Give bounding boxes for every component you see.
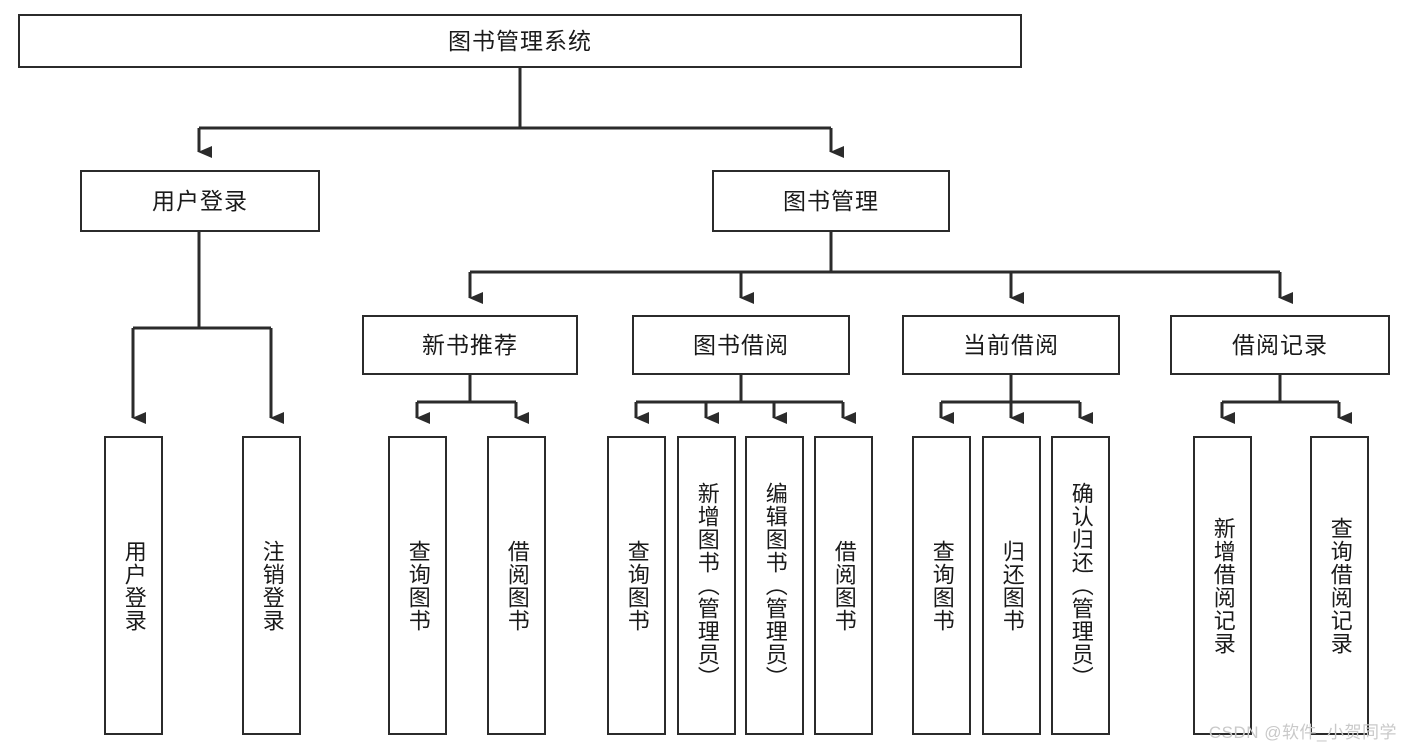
leaf-bb-query-book-label: 查询图书 (624, 539, 650, 632)
leaf-cb-confirm-return[interactable]: 确认归还（管理员） (1051, 436, 1110, 735)
leaf-bb-query-book[interactable]: 查询图书 (607, 436, 666, 735)
leaf-bb-add-book[interactable]: 新增图书（管理员） (677, 436, 736, 735)
node-new-book-recommend[interactable]: 新书推荐 (362, 315, 578, 375)
node-book-borrow-label: 图书借阅 (693, 331, 789, 358)
node-new-book-recommend-label: 新书推荐 (422, 331, 518, 358)
leaf-nb-borrow-book[interactable]: 借阅图书 (487, 436, 546, 735)
leaf-nb-query-book-label: 查询图书 (405, 539, 431, 632)
leaf-cb-query-book-label: 查询图书 (929, 539, 955, 632)
leaf-br-add-record[interactable]: 新增借阅记录 (1193, 436, 1252, 735)
leaf-bb-add-book-label: 新增图书（管理员） (694, 482, 720, 689)
node-borrow-record-label: 借阅记录 (1232, 331, 1328, 358)
leaf-nb-query-book[interactable]: 查询图书 (388, 436, 447, 735)
leaf-cb-query-book[interactable]: 查询图书 (912, 436, 971, 735)
leaf-cb-return-book-label: 归还图书 (999, 539, 1025, 632)
leaf-logout[interactable]: 注销登录 (242, 436, 301, 735)
leaf-user-login-label: 用户登录 (121, 539, 147, 632)
leaf-bb-borrow-book[interactable]: 借阅图书 (814, 436, 873, 735)
node-current-borrow-label: 当前借阅 (963, 331, 1059, 358)
node-user-login-label: 用户登录 (152, 187, 248, 214)
leaf-br-query-record-label: 查询借阅记录 (1327, 516, 1353, 655)
leaf-br-query-record[interactable]: 查询借阅记录 (1310, 436, 1369, 735)
leaf-cb-confirm-return-label: 确认归还（管理员） (1068, 482, 1094, 689)
leaf-logout-label: 注销登录 (259, 539, 285, 632)
leaf-cb-return-book[interactable]: 归还图书 (982, 436, 1041, 735)
node-borrow-record[interactable]: 借阅记录 (1170, 315, 1390, 375)
node-root-label: 图书管理系统 (448, 27, 592, 54)
node-current-borrow[interactable]: 当前借阅 (902, 315, 1120, 375)
node-book-borrow[interactable]: 图书借阅 (632, 315, 850, 375)
node-book-manage-label: 图书管理 (783, 187, 879, 214)
node-root[interactable]: 图书管理系统 (18, 14, 1022, 68)
leaf-br-add-record-label: 新增借阅记录 (1210, 516, 1236, 655)
leaf-user-login[interactable]: 用户登录 (104, 436, 163, 735)
leaf-bb-edit-book-label: 编辑图书（管理员） (762, 482, 788, 689)
leaf-bb-edit-book[interactable]: 编辑图书（管理员） (745, 436, 804, 735)
leaf-nb-borrow-book-label: 借阅图书 (504, 539, 530, 632)
node-book-manage[interactable]: 图书管理 (712, 170, 950, 232)
node-user-login[interactable]: 用户登录 (80, 170, 320, 232)
leaf-bb-borrow-book-label: 借阅图书 (831, 539, 857, 632)
